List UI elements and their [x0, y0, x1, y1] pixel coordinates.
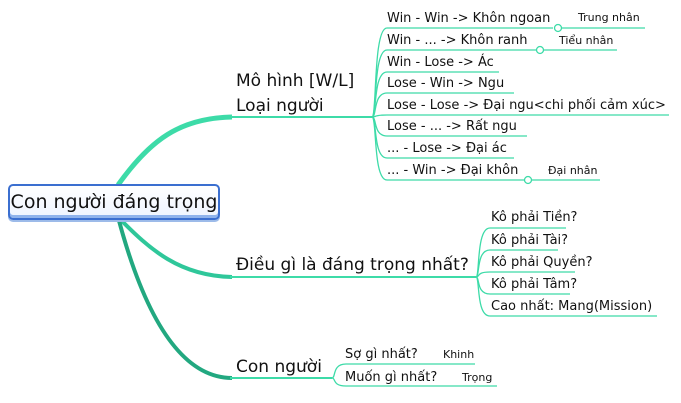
branch-1-connectors — [371, 23, 669, 185]
note-trung-nhan[interactable]: Trung nhân — [578, 11, 640, 24]
node-lose-win[interactable]: Lose - Win -> Ngu — [387, 76, 505, 91]
connector-line — [331, 363, 420, 379]
node-win-lose[interactable]: Win - Lose -> Ác — [387, 55, 494, 70]
note-trong[interactable]: Trọng — [462, 371, 493, 384]
connector-line — [371, 116, 527, 181]
connector-line — [371, 114, 669, 118]
branch-3-title[interactable]: Con người — [236, 357, 322, 377]
note-dai-nhan[interactable]: Đại nhân — [548, 164, 598, 177]
note-khinh[interactable]: Khinh — [443, 348, 475, 361]
collapse-handle[interactable] — [535, 45, 545, 55]
node-muon-gi[interactable]: Muốn gì nhất? — [345, 370, 438, 385]
collapse-handle[interactable] — [553, 23, 563, 33]
node-dots-win[interactable]: ... - Win -> Đại khôn — [387, 163, 519, 178]
connector-branch-2 — [116, 215, 233, 279]
node-win-win[interactable]: Win - Win -> Khôn ngoan — [387, 11, 551, 26]
branch-2-title[interactable]: Điều gì là đáng trọng nhất? — [236, 255, 469, 275]
node-tam[interactable]: Kô phải Tâm? — [491, 277, 578, 292]
note-tieu-nhan[interactable]: Tiểu nhân — [559, 34, 614, 47]
branch-2-connectors — [475, 227, 657, 317]
connector-line — [371, 92, 514, 118]
node-mission[interactable]: Cao nhất: Mang(Mission) — [491, 299, 653, 314]
node-quyen[interactable]: Kô phải Quyền? — [491, 255, 593, 270]
collapse-handle[interactable] — [523, 175, 533, 185]
connector-branch-1 — [115, 114, 233, 187]
node-dots-lose[interactable]: ... - Lose -> Đại ác — [387, 141, 507, 156]
connector-line — [475, 276, 657, 317]
central-topic[interactable]: Con người đáng trọng — [8, 184, 220, 220]
node-win-dots[interactable]: Win - ... -> Khôn ranh — [387, 33, 528, 48]
connector-line — [475, 249, 558, 278]
node-so-gi[interactable]: Sợ gì nhất? — [345, 347, 418, 362]
node-tai[interactable]: Kô phải Tài? — [491, 233, 569, 248]
branch-1-title-line2[interactable]: Loại người — [236, 96, 324, 116]
node-lose-dots[interactable]: Lose - ... -> Rất ngu — [387, 119, 517, 134]
central-topic-label: Con người đáng trọng — [10, 191, 218, 213]
connector-branch-3 — [116, 216, 233, 380]
connector-line — [331, 377, 440, 387]
branch-1-title-line1[interactable]: Mô hình [W/L] — [236, 71, 355, 91]
branch-3-connectors — [331, 363, 497, 387]
node-lose-lose[interactable]: Lose - Lose -> Đại ngu<chi phối cảm xúc> — [387, 98, 666, 113]
node-tien[interactable]: Kô phải Tiền? — [491, 210, 578, 225]
